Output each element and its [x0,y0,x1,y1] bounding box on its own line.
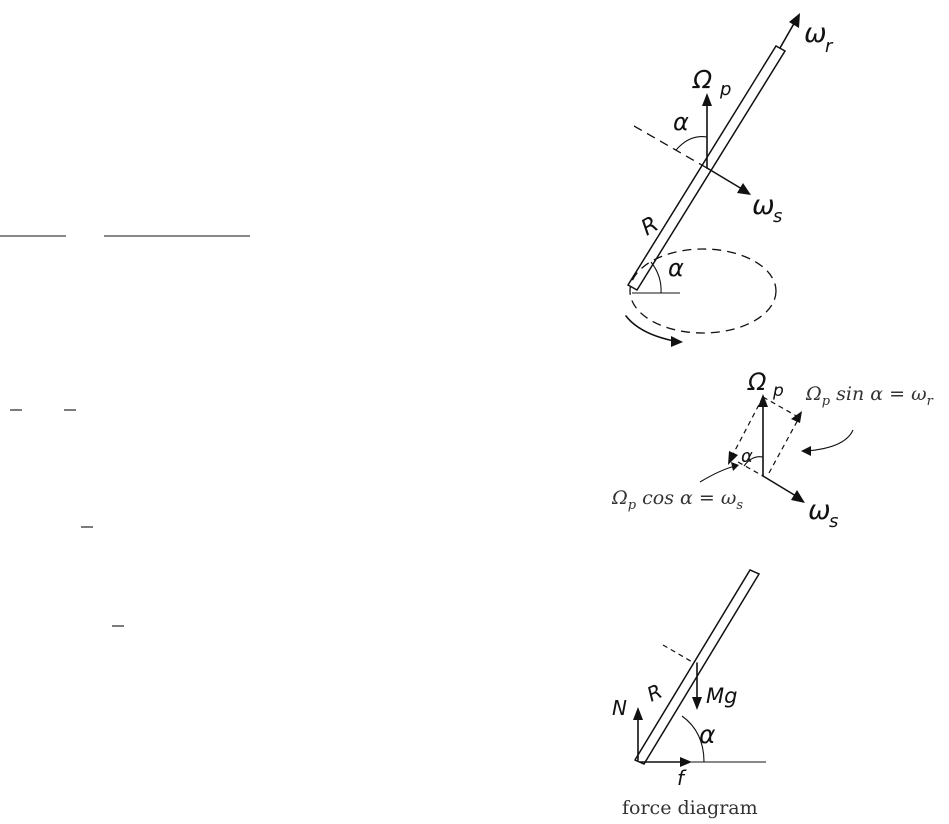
sin-pointer-arrow [805,429,854,452]
omega-s-arrow-mid [762,475,797,497]
omega-r-arrow [779,19,797,49]
omega-r-arrowhead [789,13,800,28]
n-label: N [612,696,627,720]
rotation-arrowhead [671,336,683,347]
reference-dashed-line [633,125,708,169]
omega-s-label: ω [752,190,775,221]
cos-equation: Ωp cos α = ωs [611,487,743,513]
mg-label: Mg [706,684,737,708]
alpha-label-mid: α [741,446,753,467]
n-arrowhead [633,707,643,720]
center-mark-dashed [662,644,695,664]
omega-p-label: Ω [692,65,712,94]
dashed-edge-left-bottom [737,461,764,477]
omega-p-arrowhead-mid [758,394,768,407]
bottom-figure: N R Mg α f force diagram [612,569,766,819]
omega-p-subscript-mid: p [772,381,784,401]
figure-caption: force diagram [622,797,758,819]
omega-s-arrowhead [737,183,751,195]
alpha-label-bottom: α [699,720,716,749]
omega-p-subscript: p [719,79,731,100]
alpha-arc-bottom [681,715,705,763]
mg-arrowhead [692,697,702,710]
sin-pointer-head [801,446,811,456]
dashed-edge-left-top [729,396,764,461]
omega-s-subscript: s [773,206,782,227]
alpha-label-upper: α [673,108,689,136]
circular-path [629,248,777,334]
cos-pointer-head [731,462,739,471]
cos-pointer-arrow [699,465,736,483]
dashed-edge-right [768,415,801,474]
f-label: f [677,766,687,790]
omega-s-subscript-mid: s [829,511,838,532]
sin-component-arrowhead [791,411,802,423]
omega-p-arrowhead [702,93,712,106]
dashed-edge-right-top [762,396,801,419]
omega-r-subscript: r [825,36,834,57]
alpha-arc-lower [650,261,662,294]
sin-equation: Ωp sin α = ωr [805,383,934,409]
R-label-bottom: R [643,679,666,707]
omega-s-arrow [706,167,743,190]
top-figure: ω r Ω p α ω s R α [625,13,834,347]
alpha-label-lower: α [668,254,684,282]
omega-r-label: ω [804,18,827,49]
rotation-arrow [625,315,675,342]
omega-s-label-mid: ω [808,495,831,526]
alpha-arc-upper [675,135,708,151]
middle-figure: Ω p α ω s Ωp sin α = ωr Ωp cos α = ωs [611,368,934,532]
f-arrowhead [680,757,692,767]
omega-p-label-mid: Ω [747,368,767,396]
cos-component-arrowhead [728,451,738,465]
omega-s-arrowhead-mid [791,490,805,503]
alpha-arc-mid [743,456,764,467]
cropped-equation-fragments [0,235,250,627]
